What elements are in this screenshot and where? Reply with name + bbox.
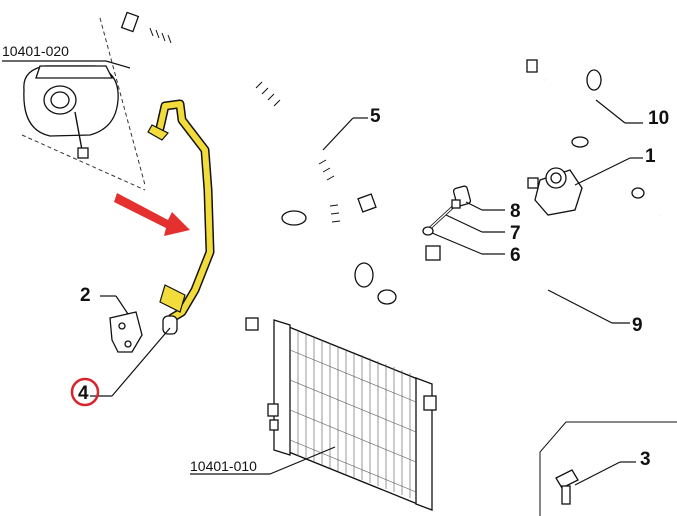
callout-1[interactable]: 1 [645, 146, 656, 167]
callout-8[interactable]: 8 [510, 201, 521, 222]
hose-corrugation [149, 27, 341, 223]
inset-frame [539, 421, 677, 516]
reservoir-outlet [74, 111, 83, 151]
red-arrow-icon [114, 193, 190, 236]
pump-port [527, 177, 539, 189]
hose-end-top [147, 124, 169, 141]
reservoir-ref-label[interactable]: 10401-020 [2, 43, 69, 59]
pump-cap-inner [550, 172, 562, 184]
callout-5[interactable]: 5 [370, 106, 381, 127]
boundary-dashed-line [21, 134, 146, 191]
reservoir-assembly[interactable]: 10401-020 [2, 17, 146, 191]
bracket-hole [124, 340, 132, 348]
hose-end-fitting [120, 11, 140, 33]
part-6-washer[interactable] [422, 226, 434, 236]
radiator-core [283, 324, 421, 506]
return-hose [357, 59, 538, 213]
radiator-mount [269, 419, 279, 431]
part-1-leader [574, 157, 631, 186]
part-8-leader [465, 201, 483, 211]
reservoir-outlet-clip [77, 147, 89, 159]
radiator-assembly[interactable] [267, 319, 437, 511]
selected-circle [70, 377, 100, 407]
part-10-hose[interactable] [534, 64, 602, 148]
part-5-hose[interactable] [120, 11, 353, 271]
callout-6[interactable]: 6 [510, 245, 521, 266]
bracket-plate [109, 311, 143, 353]
part-6-leader [431, 232, 483, 255]
radiator-ref-label[interactable]: 10401-010 [190, 458, 257, 474]
part-4-leader [111, 327, 171, 397]
part-7-leader [445, 214, 483, 233]
hose-tee-fitting [425, 245, 441, 261]
bracket-hole [118, 322, 126, 330]
boundary-dashed-line [99, 17, 146, 186]
radiator-inlet-hose [245, 210, 376, 331]
part-3-leader [574, 461, 621, 486]
hose-fill [157, 101, 213, 321]
hose-end-fitting [377, 289, 397, 305]
part-5-leader [322, 117, 354, 151]
part-10-leader [595, 99, 626, 124]
callout-7[interactable]: 7 [510, 223, 521, 244]
callout-2[interactable]: 2 [80, 285, 91, 306]
hose-clamp-bracket [159, 284, 186, 313]
part-2-bracket[interactable] [109, 311, 143, 353]
callout-10[interactable]: 10 [648, 108, 669, 129]
part-7-screw[interactable] [426, 199, 461, 232]
bolt-shank [561, 485, 571, 505]
part-3-inset[interactable] [539, 421, 677, 516]
radiator-fins [289, 331, 417, 498]
radiator-mount [267, 403, 279, 417]
callout-4[interactable]: 4 [78, 383, 89, 404]
reservoir-ref-leader-tip [105, 60, 131, 69]
radiator-tank-left [273, 319, 291, 456]
hose-end-fitting [586, 69, 602, 91]
hose-body [126, 19, 353, 271]
hose-end-fitting [162, 315, 178, 335]
part-9-leader [547, 289, 613, 324]
reservoir-bracket [35, 65, 114, 79]
hose-end-fitting [571, 136, 589, 148]
bolt-head [555, 469, 579, 489]
radiator-fitting [423, 395, 437, 411]
part-1-pump[interactable] [527, 167, 583, 216]
radiator-ref-leader [269, 446, 336, 475]
callout-9[interactable]: 9 [632, 315, 643, 336]
part-4-hose[interactable] [147, 99, 215, 335]
reservoir-cap-inner [50, 91, 70, 109]
part-2-leader [115, 295, 129, 315]
callout-3[interactable]: 3 [640, 449, 651, 470]
part-9-hose[interactable] [377, 187, 663, 348]
